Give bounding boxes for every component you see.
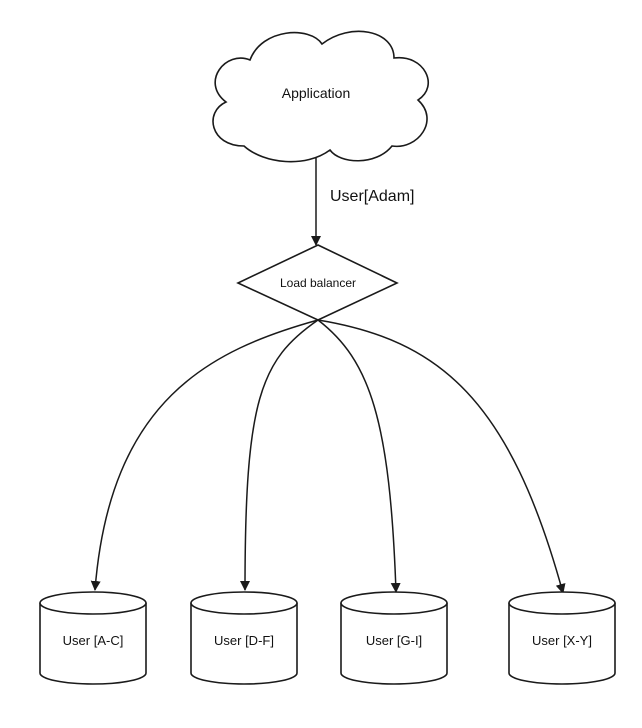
database-body (190, 603, 298, 685)
database-top (508, 591, 616, 615)
database-a-c: User [A-C] (39, 591, 147, 685)
load-balancer: Load balancer (236, 244, 399, 321)
load-balancer-label: Load balancer (280, 276, 356, 290)
cloud-label: Application (282, 85, 351, 101)
database-label: User [D-F] (214, 633, 274, 648)
route-arrow-x-y (317, 319, 566, 594)
database-label: User [X-Y] (532, 633, 592, 648)
database-label: User [G-I] (366, 633, 422, 648)
database-top (340, 591, 448, 615)
application-cloud: Application (212, 30, 429, 163)
request-edge-label: User[Adam] (330, 188, 414, 205)
database-x-y: User [X-Y] (508, 591, 616, 685)
route-arrow-d-f (240, 319, 319, 591)
route-arrow-a-c (90, 319, 319, 591)
route-arrow-g-i (317, 319, 401, 593)
cloud-shape (212, 30, 429, 163)
database-d-f: User [D-F] (190, 591, 298, 685)
database-label: User [A-C] (63, 633, 124, 648)
database-top (39, 591, 147, 615)
database-body (508, 603, 616, 685)
database-g-i: User [G-I] (340, 591, 448, 685)
database-top (190, 591, 298, 615)
database-body (340, 603, 448, 685)
database-body (39, 603, 147, 685)
